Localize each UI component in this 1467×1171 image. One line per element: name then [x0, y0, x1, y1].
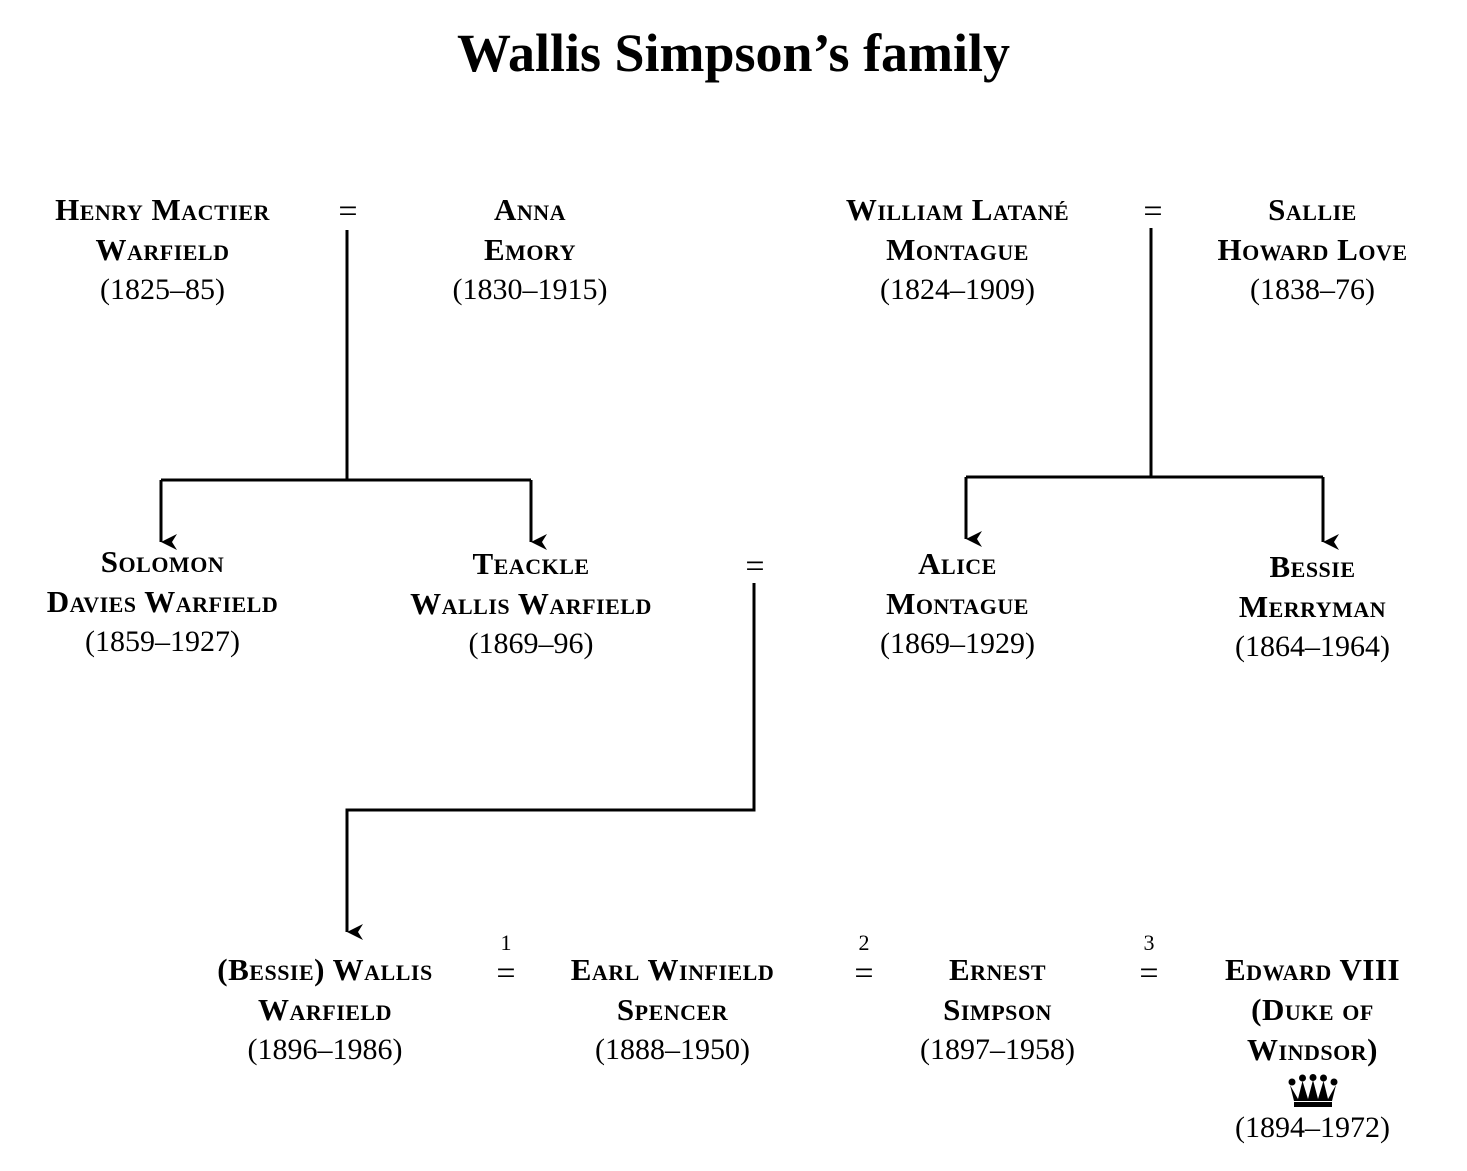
page-title: Wallis Simpson’s family	[456, 23, 1011, 83]
marriage-number: 1	[500, 930, 512, 955]
person-name-line: Ernest	[948, 952, 1047, 987]
person-dates: (1894–1972)	[1235, 1111, 1390, 1144]
person-dates: (1824–1909)	[880, 273, 1035, 306]
person-dates: (1859–1927)	[85, 625, 240, 658]
person-edward-viii: Edward VIII (Duke of Windsor) (1894–1972)	[1195, 950, 1430, 1148]
marriage-number: 2	[858, 930, 870, 955]
marriage-number: 3	[1143, 930, 1155, 955]
person-name-line: Wallis Warfield	[410, 586, 652, 621]
person-dates: (1869–96)	[468, 627, 594, 660]
person-name-line: Spencer	[616, 992, 729, 1027]
person-name-line: Teackle	[472, 546, 590, 581]
person-dates: (1888–1950)	[595, 1033, 750, 1066]
person-name-line: William Latané	[845, 192, 1070, 227]
marriage-symbol: =	[338, 193, 358, 230]
person-dates: (1869–1929)	[880, 627, 1035, 660]
person-dates: (1825–85)	[100, 273, 225, 306]
person-name-line: Anna	[493, 192, 567, 227]
marriage-symbol: =	[1139, 955, 1159, 992]
person-dates: (1896–1986)	[247, 1033, 403, 1066]
marriage-symbol: =	[496, 955, 516, 992]
person-dates: (1838–76)	[1250, 273, 1375, 306]
person-name-line: Edward VIII	[1224, 952, 1401, 987]
person-name-line: Windsor)	[1247, 1032, 1378, 1067]
marriage-symbol: =	[854, 955, 874, 992]
person-name-line: (Duke of	[1251, 992, 1374, 1027]
connector-arrow	[345, 583, 756, 940]
person-name-line: Warfield	[257, 992, 392, 1027]
crown-icon	[1288, 1074, 1337, 1107]
person-name-line: Sallie	[1268, 192, 1357, 227]
person-dates: (1864–1964)	[1235, 630, 1390, 663]
person-name-line: Montague	[886, 232, 1029, 267]
marriage-symbol: =	[1143, 193, 1163, 230]
person-name-line: Merryman	[1238, 589, 1387, 624]
person-name-line: Emory	[483, 232, 577, 267]
person-name-line: Davies Warfield	[46, 584, 279, 619]
person-name-line: Earl Winfield	[570, 952, 775, 987]
person-name-line: Warfield	[95, 232, 230, 267]
person-name-line: Howard Love	[1217, 232, 1408, 267]
person-name-line: Bessie	[1269, 549, 1356, 584]
person-name-line: Henry Mactier	[55, 192, 270, 227]
person-name-line: Simpson	[943, 992, 1052, 1027]
person-dates: (1830–1915)	[452, 273, 608, 306]
person-dates: (1897–1958)	[920, 1033, 1075, 1066]
person-name-line: Montague	[886, 586, 1029, 621]
marriage-symbol: =	[745, 548, 765, 585]
person-name-line: Alice	[918, 546, 997, 581]
person-name-line: (Bessie) Wallis	[217, 952, 433, 987]
